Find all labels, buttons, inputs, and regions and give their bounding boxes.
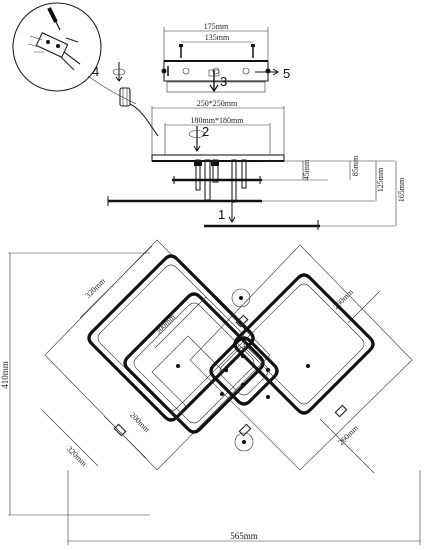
wire-connection-inset (12, 2, 102, 92)
svg-text:175mm: 175mm (204, 22, 229, 31)
right-outer-frame (189, 244, 413, 471)
dim-260-right: 260mm (331, 287, 355, 311)
height-dims: 45mm 85mm 125mm 165mm (262, 155, 406, 227)
rotate-arrow-icon (112, 62, 126, 82)
left-outer-frame (44, 239, 271, 471)
dim-260-bottom: 260mm (336, 423, 360, 447)
dim-175: 175mm (163, 22, 269, 60)
callout-3: 3 (220, 74, 227, 89)
svg-text:45mm: 45mm (302, 159, 311, 180)
callout-5-group: 5 (255, 66, 290, 81)
left-middle-frame (123, 292, 265, 434)
right-inner-frame (209, 336, 279, 406)
leader-line (87, 75, 137, 105)
mounting-bracket (161, 60, 271, 93)
plan-dim-lines (41, 245, 381, 474)
svg-text:125mm: 125mm (376, 167, 385, 192)
callout-2: 2 (202, 124, 209, 139)
callout-2-group: 2 (188, 124, 209, 152)
side-frames (107, 176, 320, 230)
dim-300: 300mm (153, 312, 177, 336)
svg-text:165mm: 165mm (397, 177, 406, 202)
wire-connector (119, 87, 131, 107)
dim-135: 135mm (181, 33, 253, 43)
dim-320-top: 320mm (83, 276, 107, 300)
dim-320-left: 320mm (65, 444, 89, 468)
canopy-body: 250*250mm 180mm*180mm (151, 99, 285, 162)
center-canopy (113, 288, 348, 452)
power-cable (129, 103, 159, 137)
svg-text:410mm: 410mm (0, 361, 10, 389)
callout-5: 5 (283, 66, 290, 81)
dim-200: 200mm (128, 410, 152, 434)
ceiling-screws (179, 44, 255, 58)
svg-text:135mm: 135mm (205, 33, 230, 42)
svg-text:565mm: 565mm (230, 531, 258, 541)
callout-1-group: 1 (218, 202, 236, 223)
svg-text:85mm: 85mm (351, 155, 360, 176)
left-inner-frame (151, 335, 225, 409)
callout-3-group: 3 (208, 69, 227, 93)
svg-text:250*250mm: 250*250mm (197, 99, 238, 108)
svg-text:180mm*180mm: 180mm*180mm (191, 116, 245, 125)
overall-dims: 410mm 565mm (0, 252, 421, 545)
callout-4: 4 (92, 64, 99, 79)
callout-1: 1 (218, 207, 225, 222)
